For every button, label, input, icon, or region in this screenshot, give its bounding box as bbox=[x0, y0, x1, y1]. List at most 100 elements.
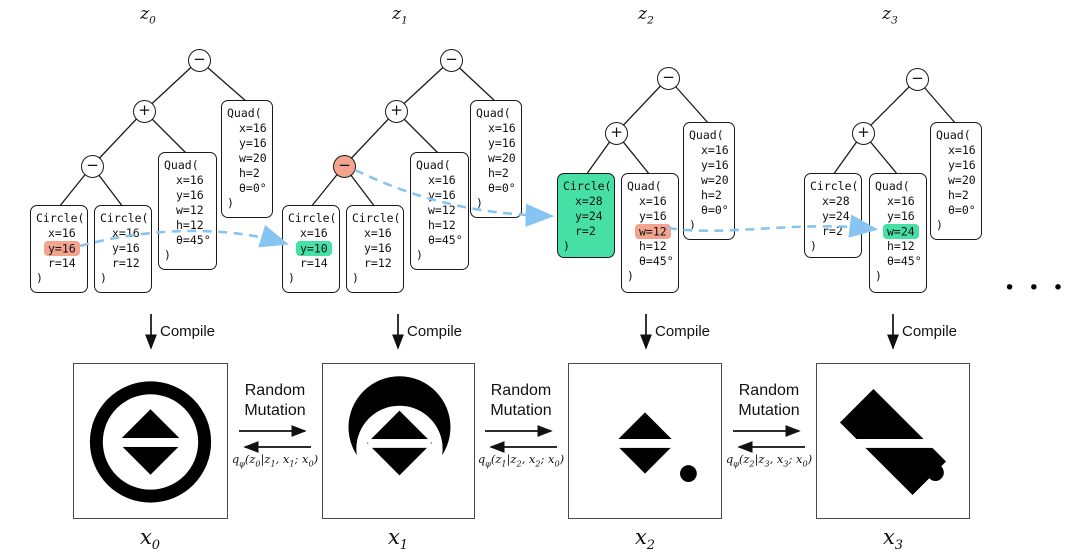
code-line: x=16 bbox=[887, 194, 915, 208]
code-line: ) bbox=[36, 271, 43, 285]
code-line: x=16 bbox=[300, 226, 328, 240]
random-mutation-label-0a: Random bbox=[244, 382, 306, 399]
compiled-shape-x0 bbox=[89, 381, 212, 503]
code-line: Circle( bbox=[100, 211, 149, 225]
compile-label-0: Compile bbox=[160, 323, 216, 340]
z1-op-add: + bbox=[385, 100, 408, 123]
tree-label-z0: z0 bbox=[140, 4, 156, 27]
code-line: h=12 bbox=[176, 218, 204, 232]
code-line: θ=45° bbox=[428, 233, 463, 247]
code-line: w=12 bbox=[428, 203, 456, 217]
z3-op-add: + bbox=[852, 122, 875, 145]
code-line: θ=0° bbox=[948, 203, 976, 217]
code-line: h=2 bbox=[239, 166, 260, 180]
code-line: ) bbox=[875, 269, 882, 283]
code-line: w=20 bbox=[239, 151, 267, 165]
code-line: θ=45° bbox=[639, 254, 674, 268]
compile-arrows bbox=[145, 314, 899, 350]
code-line: Circle( bbox=[36, 211, 85, 225]
code-line: w=20 bbox=[701, 173, 729, 187]
code-line: ) bbox=[416, 248, 423, 262]
code-line: h=2 bbox=[948, 188, 969, 202]
code-line: ) bbox=[810, 239, 817, 253]
compiled-image-x0 bbox=[73, 363, 228, 519]
z0-op-subtract-root: − bbox=[188, 49, 211, 72]
image-label-x1: x1 bbox=[387, 525, 409, 554]
code-line: Quad( bbox=[416, 158, 451, 172]
mutation-highlight-green: y=10 bbox=[296, 240, 332, 256]
code-line: ) bbox=[563, 239, 570, 253]
code-line: x=16 bbox=[488, 121, 516, 135]
code-line: y=16 bbox=[639, 209, 667, 223]
code-line: ) bbox=[627, 269, 634, 283]
mutation-highlight-red: w=12 bbox=[635, 223, 671, 239]
code-line: y=16 bbox=[887, 209, 915, 223]
code-line: x=16 bbox=[639, 194, 667, 208]
code-line: Quad( bbox=[164, 158, 199, 172]
code-line: y=16 bbox=[239, 136, 267, 150]
tree-z0-edges bbox=[58, 59, 248, 208]
code-line: Quad( bbox=[936, 128, 971, 142]
code-line: x=16 bbox=[948, 143, 976, 157]
z2-op-subtract-root: − bbox=[657, 67, 680, 90]
code-line: ) bbox=[352, 271, 359, 285]
code-line: θ=45° bbox=[176, 233, 211, 247]
compiled-shape-x2 bbox=[598, 412, 697, 482]
tree-label-z2: z2 bbox=[638, 4, 654, 27]
code-line: h=2 bbox=[701, 188, 722, 202]
code-line: θ=0° bbox=[239, 181, 267, 195]
ellipsis: ••• bbox=[1004, 277, 1077, 299]
code-line: y=10 bbox=[288, 240, 339, 256]
code-line: θ=0° bbox=[701, 203, 729, 217]
code-line: x=16 bbox=[428, 173, 456, 187]
z0-op-subtract: − bbox=[81, 155, 104, 178]
code-line: y=16 bbox=[488, 136, 516, 150]
z0-op-add: + bbox=[133, 100, 156, 123]
z1-op-subtract-root: − bbox=[440, 49, 463, 72]
z3-op-subtract-root: − bbox=[906, 68, 929, 91]
code-line: Quad( bbox=[227, 106, 262, 120]
code-line: ) bbox=[164, 248, 171, 262]
posterior-formula-0: qφ(z0|z1, x1; x0) bbox=[231, 452, 319, 469]
code-line: x=16 bbox=[239, 121, 267, 135]
compiled-image-x2 bbox=[568, 363, 722, 519]
code-line: r=14 bbox=[48, 256, 76, 270]
code-line: y=16 bbox=[176, 188, 204, 202]
code-line: r=2 bbox=[822, 224, 843, 238]
code-line: x=28 bbox=[575, 194, 603, 208]
code-line: h=12 bbox=[428, 218, 456, 232]
code-line: y=24 bbox=[575, 209, 603, 223]
code-line: x=16 bbox=[176, 173, 204, 187]
compiled-image-x3 bbox=[816, 363, 970, 519]
code-line: ) bbox=[288, 271, 295, 285]
code-line: Circle( bbox=[352, 211, 401, 225]
compile-label-3: Compile bbox=[902, 323, 958, 340]
code-line: y=16 bbox=[364, 241, 392, 255]
code-line: y=16 bbox=[948, 158, 976, 172]
code-line: x=28 bbox=[822, 194, 850, 208]
random-mutation-label-1b: Mutation bbox=[490, 402, 552, 419]
random-mutation-label-2b: Mutation bbox=[738, 402, 800, 419]
code-line: r=12 bbox=[112, 256, 140, 270]
code-line: ) bbox=[227, 196, 234, 210]
compiled-shape-x1 bbox=[348, 376, 451, 492]
code-line: w=20 bbox=[948, 173, 976, 187]
code-line: x=16 bbox=[112, 226, 140, 240]
posterior-formula-2: qφ(z2|z3, x3; x0) bbox=[725, 452, 813, 469]
code-line: h=12 bbox=[887, 239, 915, 253]
random-mutation-label-0b: Mutation bbox=[244, 402, 306, 419]
code-line: h=12 bbox=[639, 239, 667, 253]
compiled-shape-x3 bbox=[839, 388, 947, 496]
code-line: r=14 bbox=[300, 256, 328, 270]
